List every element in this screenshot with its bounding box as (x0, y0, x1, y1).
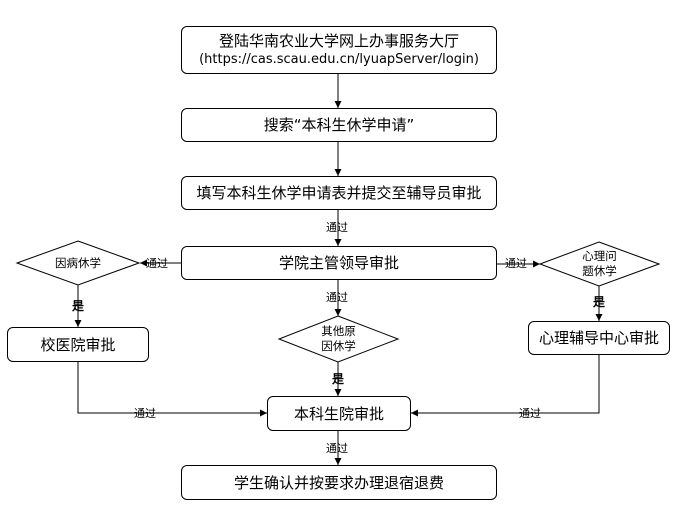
edge-hospital-undergrad (77, 362, 267, 417)
decision-illness: 因病休学 (17, 241, 139, 285)
edge-label-pass-undergrad: 通过 (326, 442, 348, 455)
step-hospital-approval: 校医院审批 (7, 327, 149, 362)
edge-label-yes-illness: 是 (72, 299, 85, 313)
decision-psych-label-line2: 题休学 (582, 264, 617, 278)
step-undergrad-approval-label: 本科生院审批 (293, 404, 384, 423)
step-search: 搜索“本科生休学申请” (181, 108, 497, 142)
step-fill-form-label: 填写本科生休学申请表并提交至辅导员审批 (196, 184, 482, 202)
step-college-approval: 学院主管领导审批 (181, 246, 497, 280)
step-psych-center-approval-label: 心理辅导中心审批 (538, 329, 659, 347)
step-undergrad-approval: 本科生院审批 (267, 396, 411, 431)
decision-psych: 心理问 题休学 (540, 242, 659, 286)
step-login: 登陆华南农业大学网上办事服务大厅 (https://cas.scau.edu.c… (181, 26, 497, 74)
decision-other-label-line2: 因休学 (321, 339, 356, 353)
step-search-label: 搜索“本科生休学申请” (263, 116, 415, 134)
step-college-approval-label: 学院主管领导审批 (278, 254, 399, 272)
decision-other: 其他原 因休学 (279, 316, 398, 362)
step-hospital-approval-label: 校医院审批 (40, 335, 116, 354)
edge-center-undergrad (411, 355, 600, 417)
step-psych-center-approval: 心理辅导中心审批 (528, 321, 670, 355)
step-fill-form: 填写本科生休学申请表并提交至辅导员审批 (181, 176, 497, 210)
edge-label-pass-right: 通过 (505, 257, 527, 270)
edge-label-yes-psych: 是 (593, 295, 606, 309)
decision-other-label-line1: 其他原 (321, 324, 356, 338)
step-login-url: (https://cas.scau.edu.cn/lyuapServer/log… (199, 52, 479, 67)
decision-psych-label-line1: 心理问 (582, 249, 617, 263)
edge-label-pass-hospital: 通过 (134, 407, 156, 420)
decision-illness-label: 因病休学 (55, 255, 101, 270)
edge-label-yes-other: 是 (332, 372, 345, 386)
step-confirm-label: 学生确认并按要求办理退宿退费 (233, 473, 444, 492)
edge-label-pass-fill-college: 通过 (326, 221, 348, 234)
edge-label-pass-college-other: 通过 (326, 291, 348, 304)
edge-label-pass-psych-center: 通过 (519, 407, 541, 420)
edge-label-pass-left: 通过 (146, 257, 168, 270)
step-confirm: 学生确认并按要求办理退宿退费 (181, 465, 497, 500)
step-login-title: 登陆华南农业大学网上办事服务大厅 (218, 32, 459, 50)
